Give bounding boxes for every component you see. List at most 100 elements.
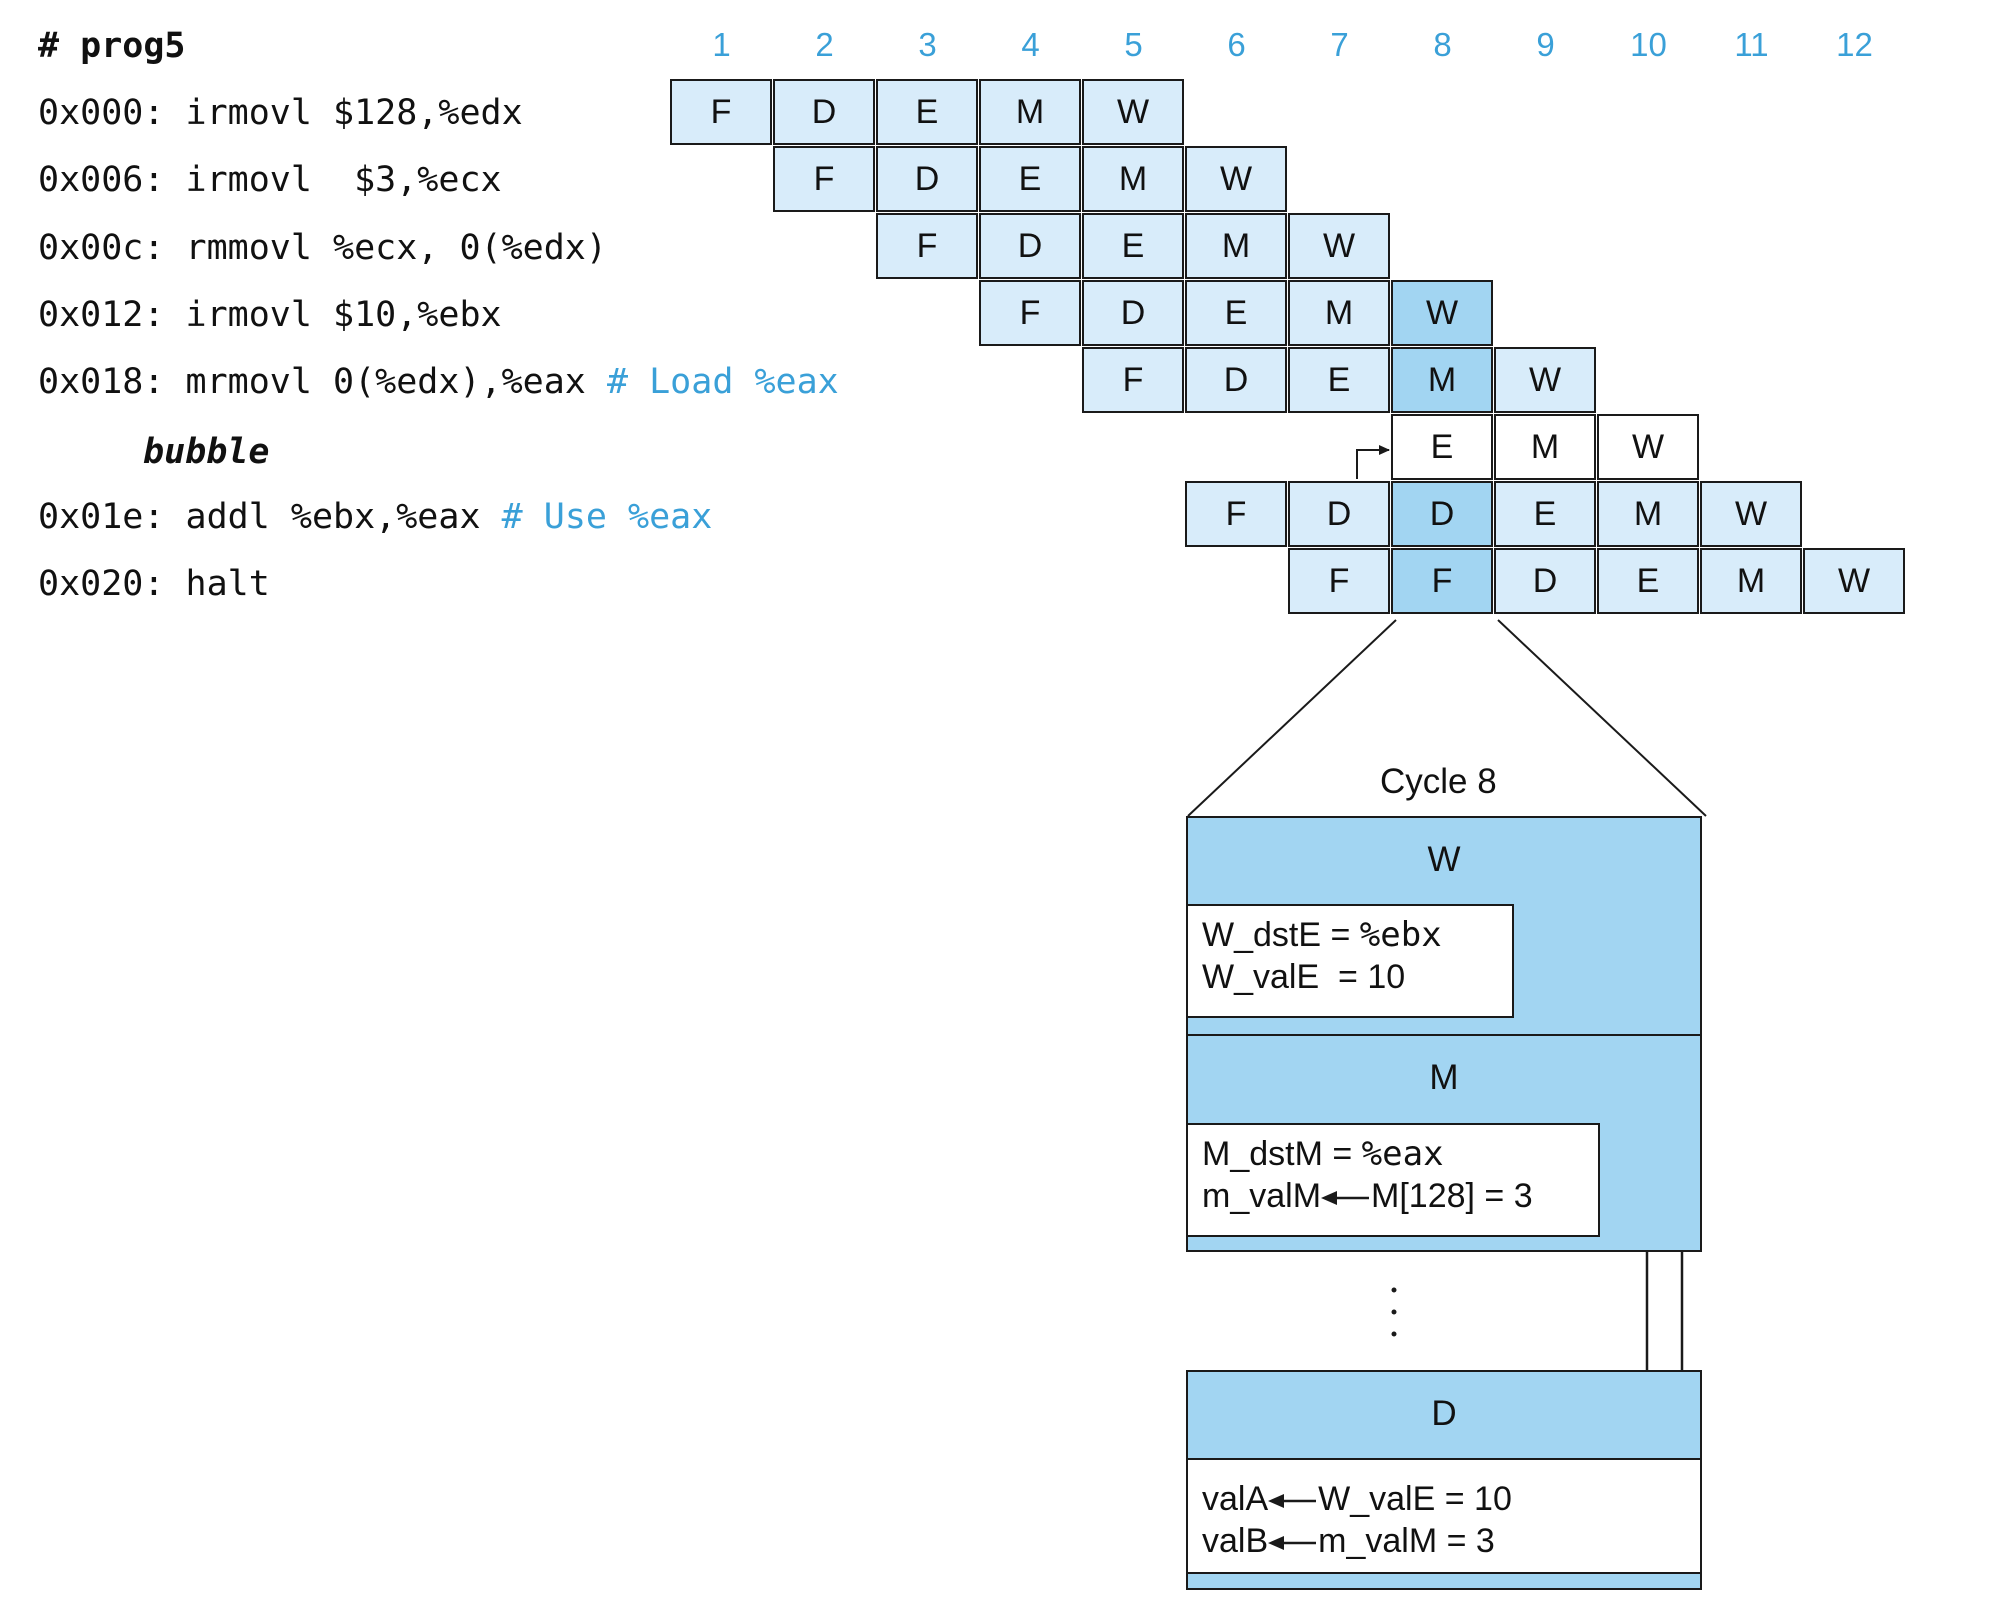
pipeline-stage-cell: M (1597, 481, 1699, 547)
pipeline-stage-cell: E (1597, 548, 1699, 614)
instruction-text: irmovl $3,%ecx (185, 160, 502, 200)
pipeline-stage-cell: D (1391, 481, 1493, 547)
zoom-line-left (1187, 619, 1397, 817)
instruction-address: 0x000: (38, 93, 186, 133)
program-line: 0x020: halt (38, 564, 270, 604)
cycle-number: 3 (918, 26, 937, 63)
pipeline-stage-cell: W (1082, 79, 1184, 145)
m-valm-label: m_valM (1202, 1177, 1322, 1215)
program-line: 0x01e: addl %ebx,%eax # Use %eax (38, 497, 712, 537)
cycle-number: 5 (1124, 26, 1143, 63)
w-vale-line: W_valE = 10 (1202, 958, 1406, 996)
d-valb-label: valB (1202, 1522, 1269, 1560)
cycle-number: 6 (1227, 26, 1246, 63)
instruction-comment: # Load %eax (585, 362, 839, 402)
instruction-text: irmovl $128,%edx (185, 93, 523, 133)
cycle-number: 10 (1630, 26, 1667, 63)
instruction-address: 0x018: (38, 362, 186, 402)
instruction-text: irmovl $10,%ebx (185, 295, 502, 335)
m-dstm-label: M_dstM = (1202, 1135, 1362, 1173)
w-stage-label: W (1427, 840, 1461, 879)
pipeline-stage-cell: D (979, 213, 1081, 279)
w-register-box: W_dstE = %ebx W_valE = 10 (1186, 904, 1514, 1018)
pipeline-stage-cell: M (1185, 213, 1287, 279)
m-dstm-value: %eax (1361, 1134, 1444, 1174)
pipeline-stage-cell: M (1700, 548, 1802, 614)
d-register-box: valA W_valE = 10 valB m_valM = 3 (1186, 1458, 1702, 1574)
instruction-address: 0x020: (38, 564, 186, 604)
cycle-number: 8 (1433, 26, 1452, 63)
pipeline-stage-cell: E (979, 146, 1081, 212)
instruction-text: addl %ebx,%eax (185, 497, 481, 537)
d-stage-label: D (1431, 1394, 1457, 1433)
ellipsis-dot (1391, 1331, 1397, 1337)
pipeline-stage-cell: F (1185, 481, 1287, 547)
pipeline-stage-cell: E (1391, 414, 1493, 480)
pipeline-stage-cell: W (1803, 548, 1905, 614)
pipeline-stage-cell: W (1391, 280, 1493, 346)
pipeline-stage-cell: F (979, 280, 1081, 346)
ellipsis-dot (1391, 1309, 1397, 1315)
d-vala-source: W_valE = 10 (1318, 1480, 1512, 1518)
pipeline-stage-cell: D (876, 146, 978, 212)
cycle-detail-title: Cycle 8 (1380, 762, 1497, 801)
pipeline-stage-cell: W (1494, 347, 1596, 413)
pipeline-stage-cell: M (979, 79, 1081, 145)
pipeline-stage-cell: E (1288, 347, 1390, 413)
cycle-number: 2 (815, 26, 834, 63)
bubble-label: bubble (143, 432, 270, 472)
pipeline-stage-cell: D (1185, 347, 1287, 413)
pipeline-stage-cell: D (1494, 548, 1596, 614)
pipeline-stage-cell: W (1597, 414, 1699, 480)
d-valb-source: m_valM = 3 (1318, 1522, 1495, 1560)
instruction-text: halt (185, 564, 270, 604)
instruction-text: mrmovl 0(%edx),%eax (185, 362, 586, 402)
instruction-text: rmmovl %ecx, 0(%edx) (185, 228, 607, 268)
pipeline-stage-cell: E (1185, 280, 1287, 346)
program-line: 0x018: mrmovl 0(%edx),%eax # Load %eax (38, 362, 839, 402)
pipeline-stage-cell: W (1288, 213, 1390, 279)
cycle-number: 1 (712, 26, 731, 63)
pipeline-stage-cell: F (1082, 347, 1184, 413)
m-register-box: M_dstM = %eax m_valM M[128] = 3 (1186, 1123, 1600, 1237)
instruction-address: 0x00c: (38, 228, 186, 268)
pipeline-stage-cell: F (1288, 548, 1390, 614)
pipeline-stage-cell: F (1391, 548, 1493, 614)
ellipsis-dot (1391, 1287, 1397, 1293)
program-line: 0x00c: rmmovl %ecx, 0(%edx) (38, 228, 607, 268)
bubble-insert-arrow (1356, 445, 1390, 479)
pipeline-stage-cell: W (1700, 481, 1802, 547)
program-line: 0x000: irmovl $128,%edx (38, 93, 523, 133)
w-dste-value: %ebx (1359, 915, 1442, 955)
pipeline-stage-cell: E (876, 79, 978, 145)
zoom-line-right (1497, 619, 1707, 817)
pipeline-stage-cell: F (773, 146, 875, 212)
left-arrow-icon (1268, 1536, 1317, 1551)
cycle-number: 4 (1021, 26, 1040, 63)
pipeline-stage-cell: D (1082, 280, 1184, 346)
cycle-number: 12 (1836, 26, 1873, 63)
instruction-address: 0x006: (38, 160, 186, 200)
pipeline-stage-cell: M (1494, 414, 1596, 480)
instruction-address: 0x012: (38, 295, 186, 335)
pipeline-stage-cell: E (1082, 213, 1184, 279)
pipeline-stage-cell: M (1391, 347, 1493, 413)
d-vala-label: valA (1202, 1480, 1269, 1518)
left-arrow-icon (1268, 1494, 1317, 1509)
pipeline-stage-cell: F (670, 79, 772, 145)
cycle-number: 9 (1536, 26, 1555, 63)
pipeline-stage-cell: E (1494, 481, 1596, 547)
w-dste-label: W_dstE = (1202, 916, 1360, 954)
instruction-address: 0x01e: (38, 497, 186, 537)
cycle-number: 7 (1330, 26, 1349, 63)
pipeline-stage-cell: F (876, 213, 978, 279)
program-title: # prog5 (38, 26, 186, 66)
program-line: 0x012: irmovl $10,%ebx (38, 295, 502, 335)
pipeline-stage-cell: D (1288, 481, 1390, 547)
instruction-comment: # Use %eax (480, 497, 713, 537)
m-stage-label: M (1429, 1058, 1459, 1097)
pipeline-stage-cell: D (773, 79, 875, 145)
m-valm-source: M[128] = 3 (1371, 1177, 1533, 1215)
program-line: 0x006: irmovl $3,%ecx (38, 160, 502, 200)
pipeline-stage-cell: M (1288, 280, 1390, 346)
